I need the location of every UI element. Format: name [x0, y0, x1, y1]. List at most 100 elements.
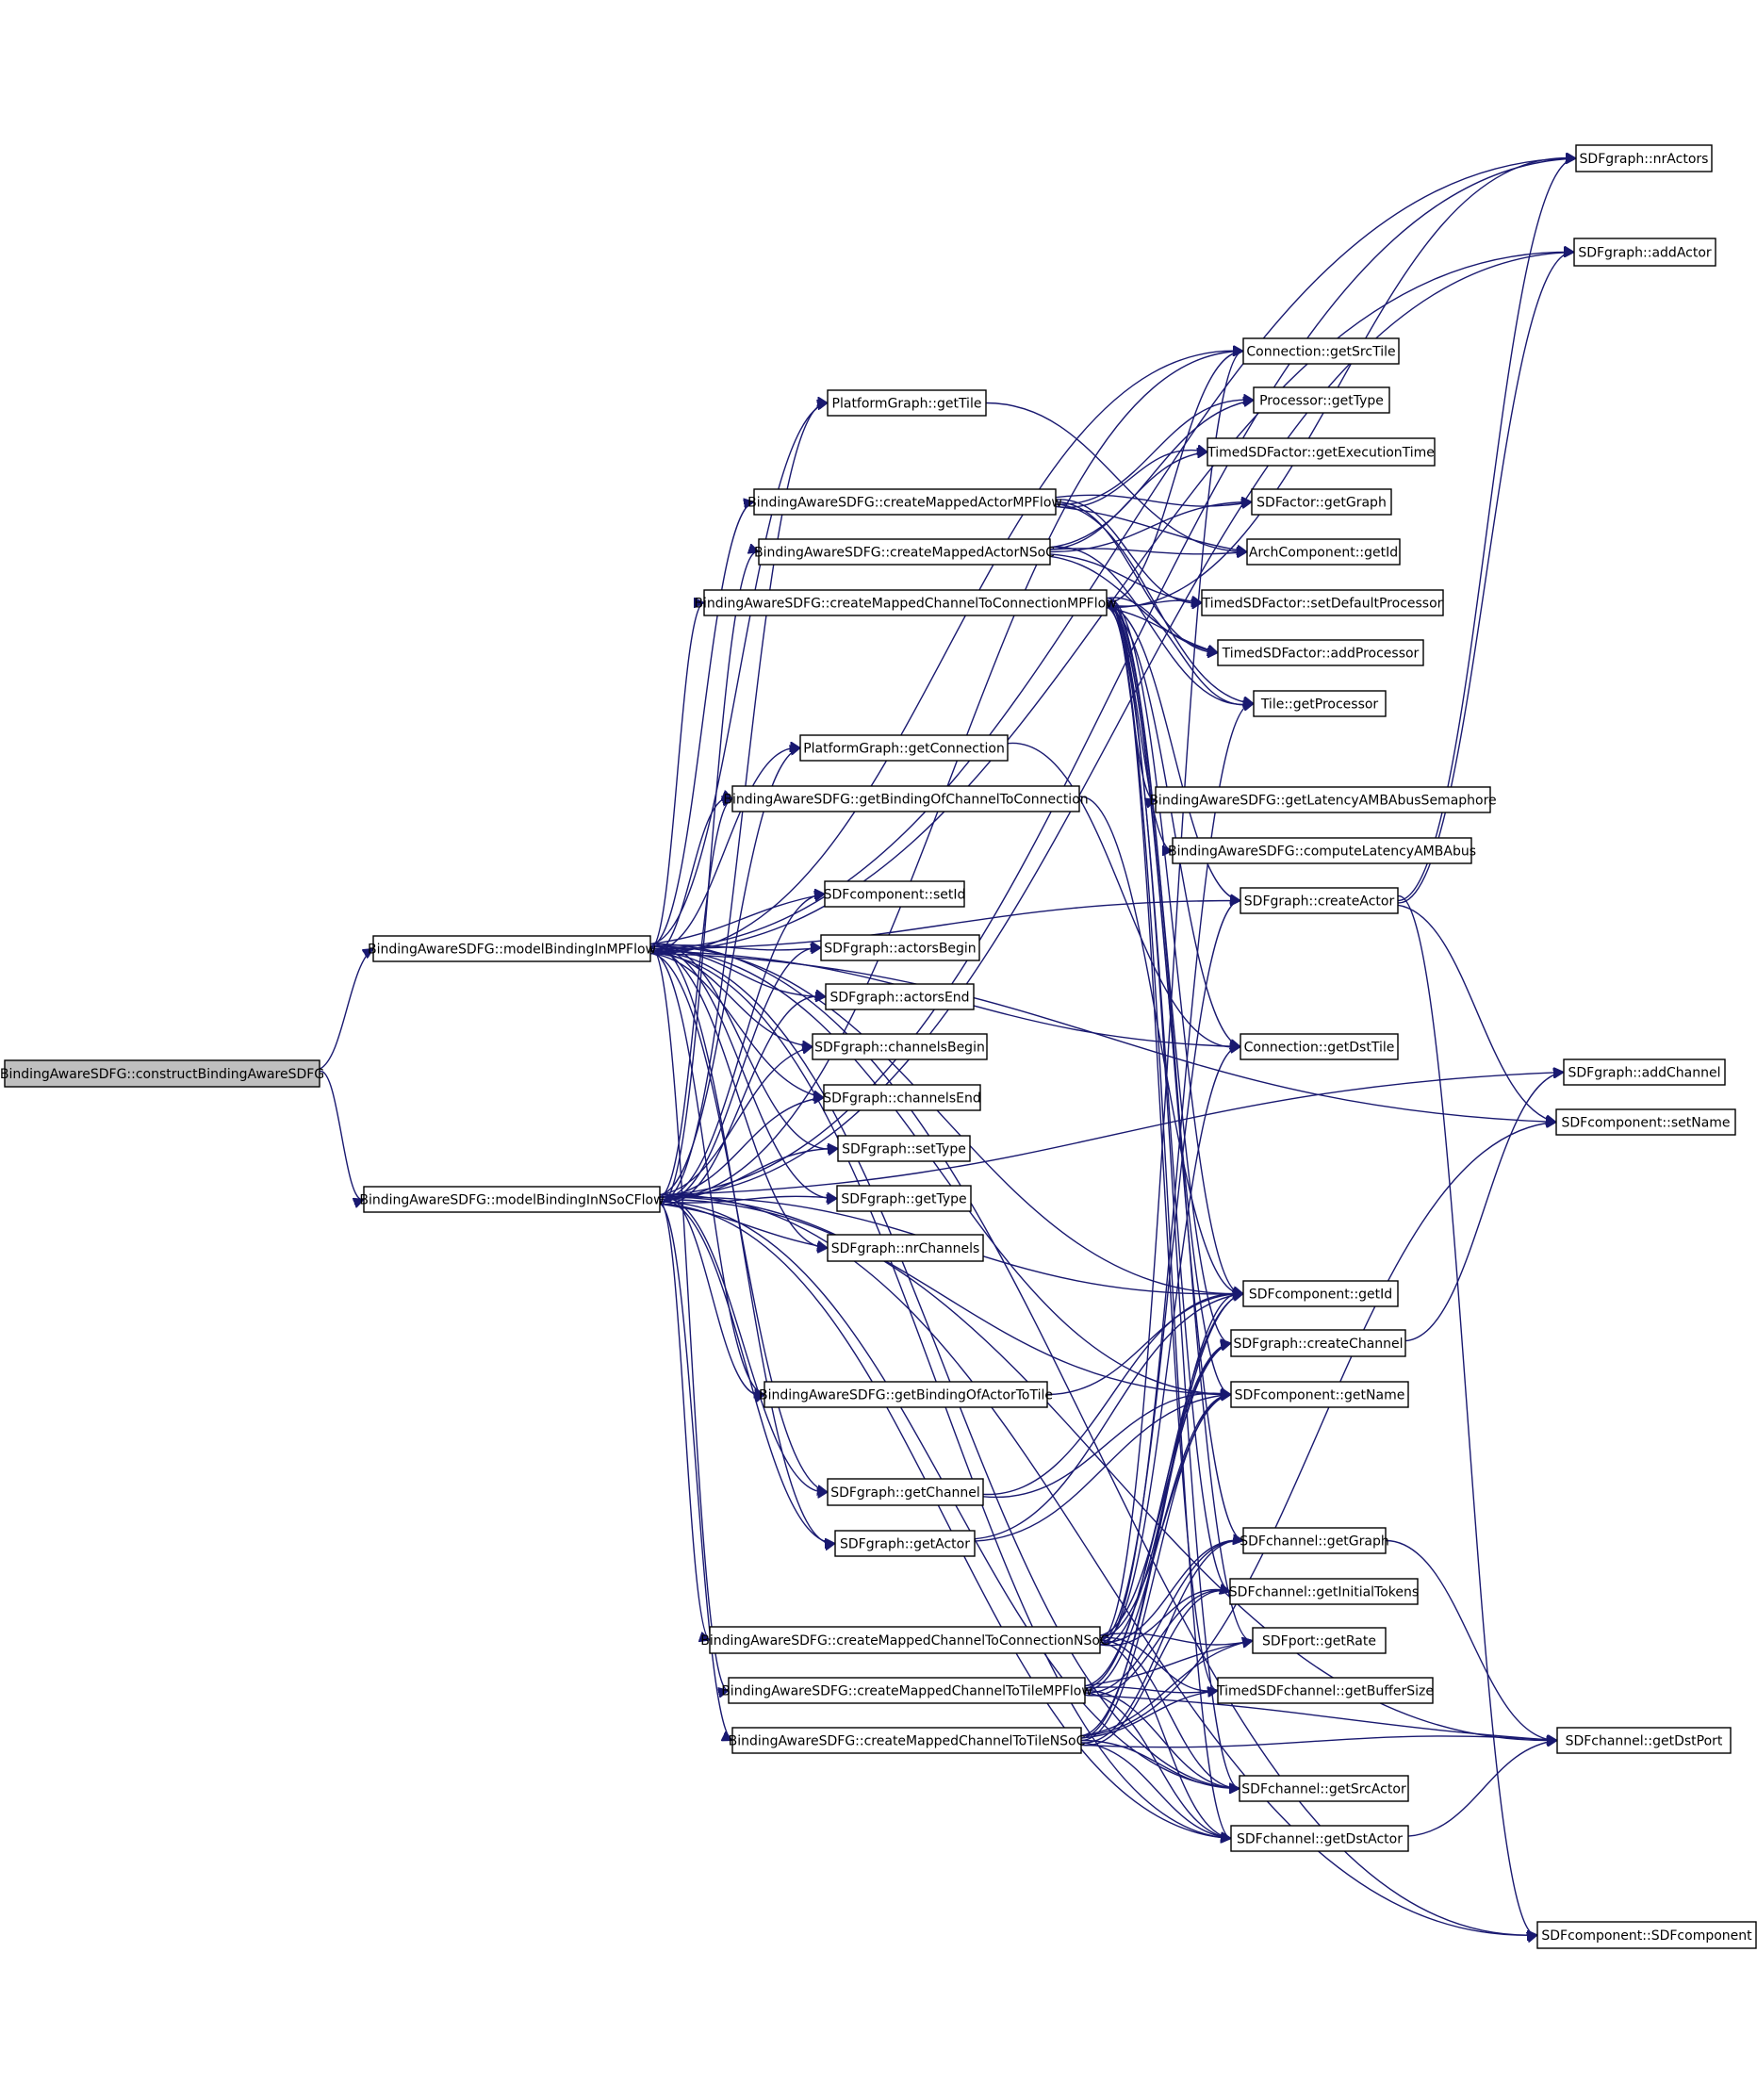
node-box[interactable] [1207, 437, 1436, 467]
node-binding-aware-sdfg-create-mapped-channel-to-connection-mpflow[interactable]: BindingAwareSDFG::createMappedChannelToC… [694, 589, 1117, 616]
node-box[interactable] [1217, 1677, 1434, 1704]
node-sdfcomponent-get-name[interactable]: SDFcomponent::getName [1230, 1381, 1409, 1408]
node-sdfgraph-add-channel[interactable]: SDFgraph::addChannel [1563, 1058, 1726, 1086]
node-box[interactable] [1563, 1058, 1726, 1086]
node-sdfactor-get-graph[interactable]: SDFactor::getGraph [1251, 488, 1392, 516]
node-box[interactable] [1242, 337, 1400, 365]
node-box[interactable] [823, 1084, 981, 1111]
node-sdfgraph-actors-begin[interactable]: SDFgraph::actorsBegin [820, 934, 980, 961]
node-box[interactable] [837, 1135, 971, 1162]
node-box[interactable] [1230, 1329, 1406, 1357]
node-box[interactable] [1239, 1775, 1409, 1802]
node-box[interactable] [824, 880, 965, 908]
node-box[interactable] [1217, 639, 1424, 666]
node-box[interactable] [827, 1478, 984, 1506]
node-binding-aware-sdfg-get-latency-ambabus-semaphore[interactable]: BindingAwareSDFG::getLatencyAMBAbusSemap… [1149, 786, 1497, 813]
node-box[interactable] [4, 1059, 320, 1088]
node-binding-aware-sdfg-get-binding-of-channel-to-connection[interactable]: BindingAwareSDFG::getBindingOfChannelToC… [723, 785, 1089, 812]
node-box[interactable] [825, 983, 975, 1010]
node-sdfgraph-get-channel[interactable]: SDFgraph::getChannel [827, 1478, 984, 1506]
node-sdfchannel-get-initial-tokens[interactable]: SDFchannel::getInitialTokens [1229, 1578, 1419, 1605]
node-box[interactable] [799, 734, 1009, 762]
node-timed-sdfchannel-get-buffer-size[interactable]: TimedSDFchannel::getBufferSize [1216, 1677, 1434, 1704]
node-sdfchannel-get-dst-port[interactable]: SDFchannel::getDstPort [1556, 1727, 1732, 1754]
node-sdfport-get-rate[interactable]: SDFport::getRate [1252, 1627, 1387, 1654]
node-box[interactable] [728, 1677, 1086, 1704]
node-box[interactable] [731, 785, 1080, 812]
node-box[interactable] [1555, 1108, 1736, 1136]
node-binding-aware-sdfg-construct-binding-aware-sdfg[interactable]: BindingAwareSDFG::constructBindingAwareS… [0, 1059, 324, 1088]
node-platform-graph-get-tile[interactable]: PlatformGraph::getTile [827, 389, 987, 417]
node-platform-graph-get-connection[interactable]: PlatformGraph::getConnection [799, 734, 1009, 762]
node-sdfgraph-set-type[interactable]: SDFgraph::setType [837, 1135, 971, 1162]
node-binding-aware-sdfg-model-binding-in-nso-cflow[interactable]: BindingAwareSDFG::modelBindingInNSoCFlow [359, 1186, 665, 1213]
node-binding-aware-sdfg-get-binding-of-actor-to-tile[interactable]: BindingAwareSDFG::getBindingOfActorToTil… [759, 1381, 1053, 1408]
node-box[interactable] [1240, 1033, 1399, 1060]
node-box[interactable] [1240, 887, 1399, 914]
node-sdfgraph-channels-end[interactable]: SDFgraph::channelsEnd [823, 1084, 981, 1111]
node-box[interactable] [1242, 1527, 1387, 1554]
node-box[interactable] [812, 1033, 988, 1060]
node-box[interactable] [758, 538, 1051, 566]
node-sdfgraph-channels-begin[interactable]: SDFgraph::channelsBegin [812, 1033, 988, 1060]
node-box[interactable] [1252, 1627, 1387, 1654]
node-timed-sdfactor-set-default-processor[interactable]: TimedSDFactor::setDefaultProcessor [1201, 589, 1444, 616]
node-sdfgraph-nr-actors[interactable]: SDFgraph::nrActors [1575, 144, 1713, 172]
node-box[interactable] [703, 589, 1108, 616]
node-connection-get-dst-tile[interactable]: Connection::getDstTile [1240, 1033, 1399, 1060]
node-box[interactable] [709, 1626, 1101, 1654]
node-box[interactable] [1556, 1727, 1732, 1754]
node-box[interactable] [1536, 1921, 1757, 1949]
node-sdfcomponent-get-id[interactable]: SDFcomponent::getId [1242, 1280, 1399, 1307]
node-binding-aware-sdfg-create-mapped-channel-to-connection-nso-c[interactable]: BindingAwareSDFG::createMappedChannelToC… [700, 1626, 1109, 1654]
node-sdfcomponent-set-name[interactable]: SDFcomponent::setName [1555, 1108, 1736, 1136]
node-box[interactable] [1573, 238, 1716, 267]
node-processor-get-type[interactable]: Processor::getType [1253, 386, 1390, 414]
node-sdfchannel-get-src-actor[interactable]: SDFchannel::getSrcActor [1239, 1775, 1409, 1802]
node-box[interactable] [1246, 538, 1401, 566]
node-sdfgraph-actors-end[interactable]: SDFgraph::actorsEnd [825, 983, 975, 1010]
node-sdfgraph-get-actor[interactable]: SDFgraph::getActor [834, 1530, 976, 1557]
node-binding-aware-sdfg-compute-latency-ambabus[interactable]: BindingAwareSDFG::computeLatencyAMBAbus [1168, 837, 1476, 864]
node-binding-aware-sdfg-create-mapped-channel-to-tile-nso-c[interactable]: BindingAwareSDFG::createMappedChannelToT… [729, 1727, 1086, 1754]
node-binding-aware-sdfg-create-mapped-actor-nso-c[interactable]: BindingAwareSDFG::createMappedActorNSoC [754, 538, 1055, 566]
node-sdfgraph-create-actor[interactable]: SDFgraph::createActor [1240, 887, 1399, 914]
node-box[interactable] [1155, 786, 1491, 813]
node-box[interactable] [1575, 144, 1713, 172]
node-tile-get-processor[interactable]: Tile::getProcessor [1253, 690, 1387, 717]
node-box[interactable] [764, 1381, 1048, 1408]
node-sdfgraph-create-channel[interactable]: SDFgraph::createChannel [1230, 1329, 1406, 1357]
node-sdfgraph-add-actor[interactable]: SDFgraph::addActor [1573, 238, 1716, 267]
node-box[interactable] [820, 934, 980, 961]
node-sdfcomponent-set-id[interactable]: SDFcomponent::setId [824, 880, 966, 908]
node-box[interactable] [836, 1185, 972, 1212]
node-box[interactable] [827, 1234, 984, 1262]
node-box[interactable] [1201, 589, 1444, 616]
node-sdfgraph-get-type[interactable]: SDFgraph::getType [836, 1185, 972, 1212]
node-timed-sdfactor-add-processor[interactable]: TimedSDFactor::addProcessor [1217, 639, 1424, 666]
node-binding-aware-sdfg-create-mapped-channel-to-tile-mpflow[interactable]: BindingAwareSDFG::createMappedChannelToT… [721, 1677, 1092, 1704]
node-box[interactable] [363, 1186, 661, 1213]
node-box[interactable] [1253, 690, 1387, 717]
node-box[interactable] [1172, 837, 1472, 864]
node-box[interactable] [1230, 1381, 1409, 1408]
node-sdfchannel-get-dst-actor[interactable]: SDFchannel::getDstActor [1230, 1825, 1409, 1852]
node-box[interactable] [827, 389, 987, 417]
node-box[interactable] [1251, 488, 1392, 516]
node-box[interactable] [1230, 1825, 1409, 1852]
node-sdfcomponent-sdfcomponent[interactable]: SDFcomponent::SDFcomponent [1536, 1921, 1757, 1949]
node-timed-sdfactor-get-execution-time[interactable]: TimedSDFactor::getExecutionTime [1207, 437, 1436, 467]
node-sdfgraph-nr-channels[interactable]: SDFgraph::nrChannels [827, 1234, 984, 1262]
node-sdfchannel-get-graph[interactable]: SDFchannel::getGraph [1240, 1527, 1389, 1554]
node-box[interactable] [753, 488, 1057, 516]
node-box[interactable] [731, 1727, 1082, 1754]
node-connection-get-src-tile[interactable]: Connection::getSrcTile [1242, 337, 1400, 365]
node-box[interactable] [372, 935, 651, 962]
node-binding-aware-sdfg-model-binding-in-mpflow[interactable]: BindingAwareSDFG::modelBindingInMPFlow [368, 935, 656, 962]
node-box[interactable] [834, 1530, 976, 1557]
node-box[interactable] [1242, 1280, 1399, 1307]
node-box[interactable] [1253, 386, 1390, 414]
node-arch-component-get-id[interactable]: ArchComponent::getId [1246, 538, 1401, 566]
node-binding-aware-sdfg-create-mapped-actor-mpflow[interactable]: BindingAwareSDFG::createMappedActorMPFlo… [747, 488, 1062, 516]
node-box[interactable] [1229, 1578, 1419, 1605]
